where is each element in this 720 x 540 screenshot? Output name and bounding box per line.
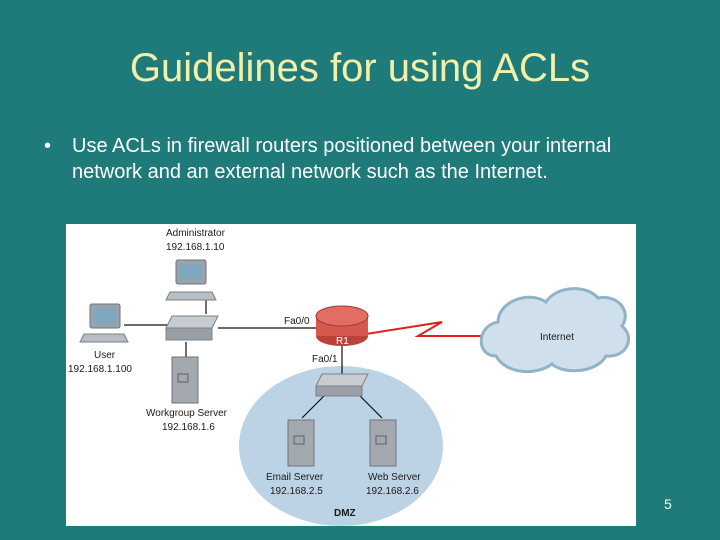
serial-link-internet: [365, 321, 484, 337]
user-pc: User 192.168.1.100: [68, 303, 132, 375]
bullet-text: Use ACLs in firewall routers positioned …: [72, 135, 612, 183]
internet-label: Internet: [540, 332, 574, 343]
router-label: R1: [336, 336, 349, 347]
lan-switch: [165, 315, 219, 341]
router-iface-fa00: Fa0/0: [284, 316, 310, 327]
router-r1: R1 Fa0/0 Fa0/1: [284, 305, 369, 365]
internet-cloud: Internet: [479, 287, 630, 374]
web-server: Web Server 192.168.2.6: [366, 419, 421, 497]
bullet-marker: •: [44, 135, 52, 157]
page-number: 5: [664, 496, 672, 512]
email-server-label: Email Server: [266, 472, 324, 483]
workgroup-server-label: Workgroup Server: [146, 408, 228, 419]
administrator-pc: Administrator 192.168.1.10: [165, 228, 226, 301]
slide-title: Guidelines for using ACLs: [129, 46, 591, 90]
network-diagram-canvas: Internet Administrator 192.168.1.10 User…: [68, 228, 630, 526]
web-server-ip: 192.168.2.6: [366, 486, 419, 497]
user-ip: 192.168.1.100: [68, 364, 132, 375]
administrator-ip: 192.168.1.10: [166, 242, 225, 253]
network-diagram: Internet Administrator 192.168.1.10 User…: [66, 224, 636, 526]
workgroup-server: Workgroup Server 192.168.1.6: [146, 356, 228, 433]
email-server-ip: 192.168.2.5: [270, 486, 323, 497]
email-server: Email Server 192.168.2.5: [266, 419, 324, 497]
administrator-label: Administrator: [166, 228, 226, 239]
user-label: User: [94, 350, 116, 361]
router-iface-fa01: Fa0/1: [312, 354, 338, 365]
dmz-zone: [239, 366, 443, 526]
workgroup-server-ip: 192.168.1.6: [162, 422, 215, 433]
web-server-label: Web Server: [368, 472, 421, 483]
dmz-switch: [315, 373, 369, 397]
dmz-label: DMZ: [334, 508, 356, 519]
